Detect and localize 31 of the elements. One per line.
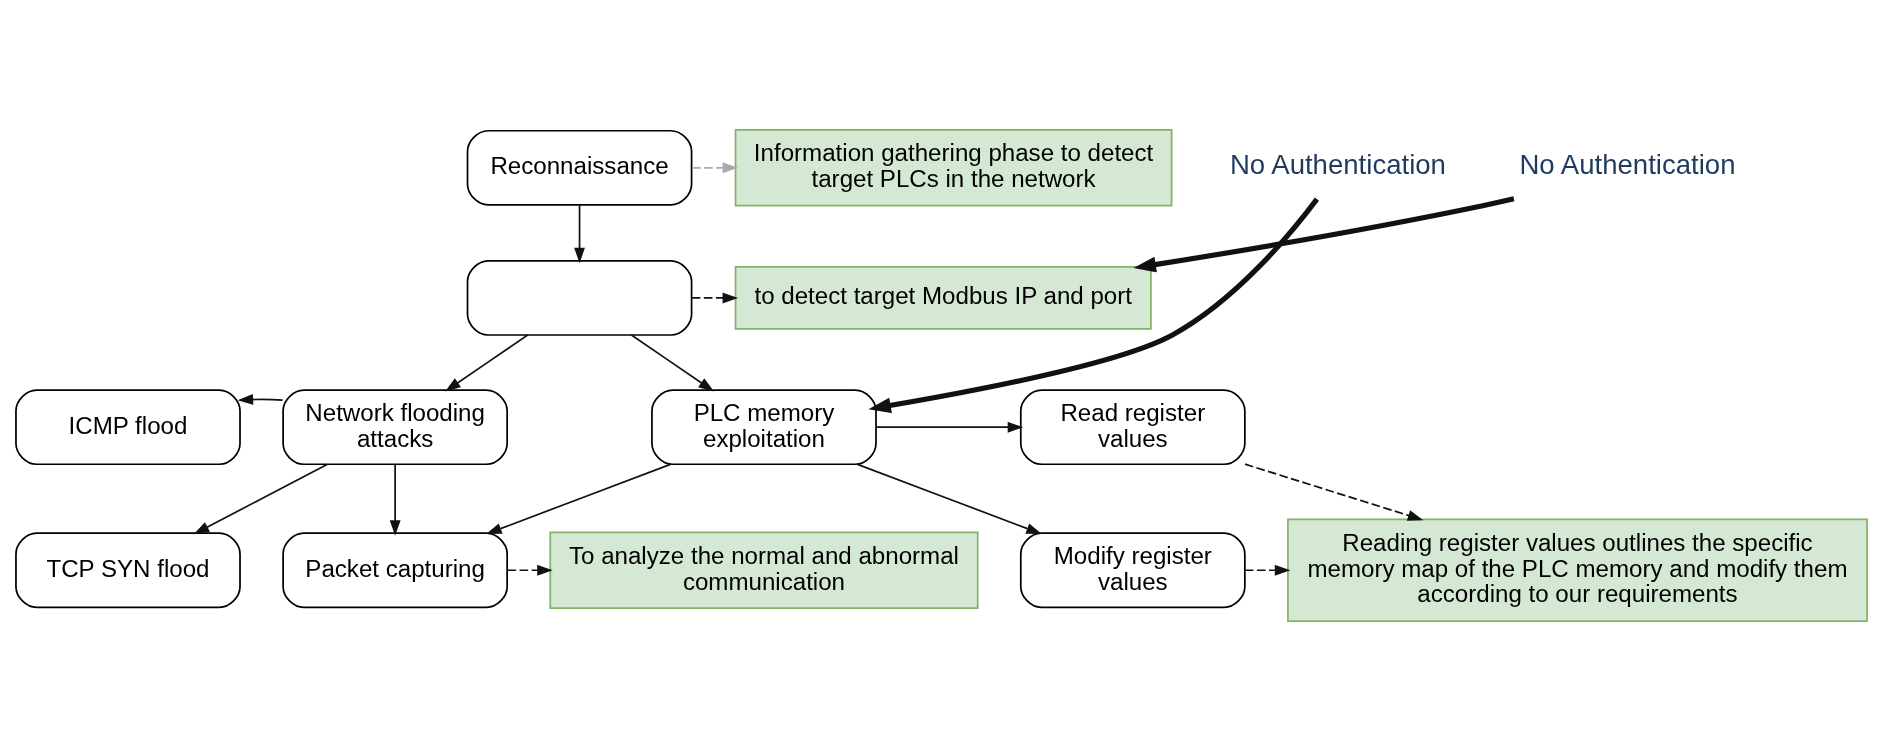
arrow [875, 421, 1024, 433]
node-text: No Authentication [1519, 149, 1736, 181]
arrow [486, 463, 672, 535]
arrow [1244, 463, 1424, 521]
arrow [193, 463, 328, 535]
arrow [690, 292, 739, 304]
node-box: Reconnaissance [466, 129, 693, 206]
arrow [506, 564, 553, 576]
node-box: Packet capturing [282, 532, 509, 609]
node-box: To analyze the normal and abnormal communication [549, 531, 979, 610]
node-box: Modify register values [1019, 532, 1246, 609]
node-box: Reading register values outlines the specific memory map of the PLC memory and modify them according to our requirements [1287, 518, 1868, 622]
node-box: Read register values [1019, 389, 1246, 466]
arrow [691, 162, 739, 174]
node-box: to detect target Modbus IP and port [734, 266, 1152, 330]
node-box: ICMP flood [15, 389, 241, 466]
node-box: TCP SYN flood [15, 532, 241, 609]
node-box: PLC memory exploitation [651, 389, 877, 466]
arrow [237, 394, 284, 405]
arrow [1133, 196, 1515, 273]
node-box: Network flooding attacks [282, 389, 509, 466]
arrow [389, 464, 401, 536]
node-box [466, 260, 693, 336]
arrow [630, 334, 714, 392]
arrow [868, 197, 1319, 414]
arrow [856, 463, 1042, 535]
node-box: Information gathering phase to detect target PLCs in the network [734, 129, 1173, 207]
arrow [1244, 564, 1291, 576]
arrow [574, 204, 585, 264]
arrow [445, 334, 529, 392]
node-text: No Authentication [1229, 149, 1446, 181]
